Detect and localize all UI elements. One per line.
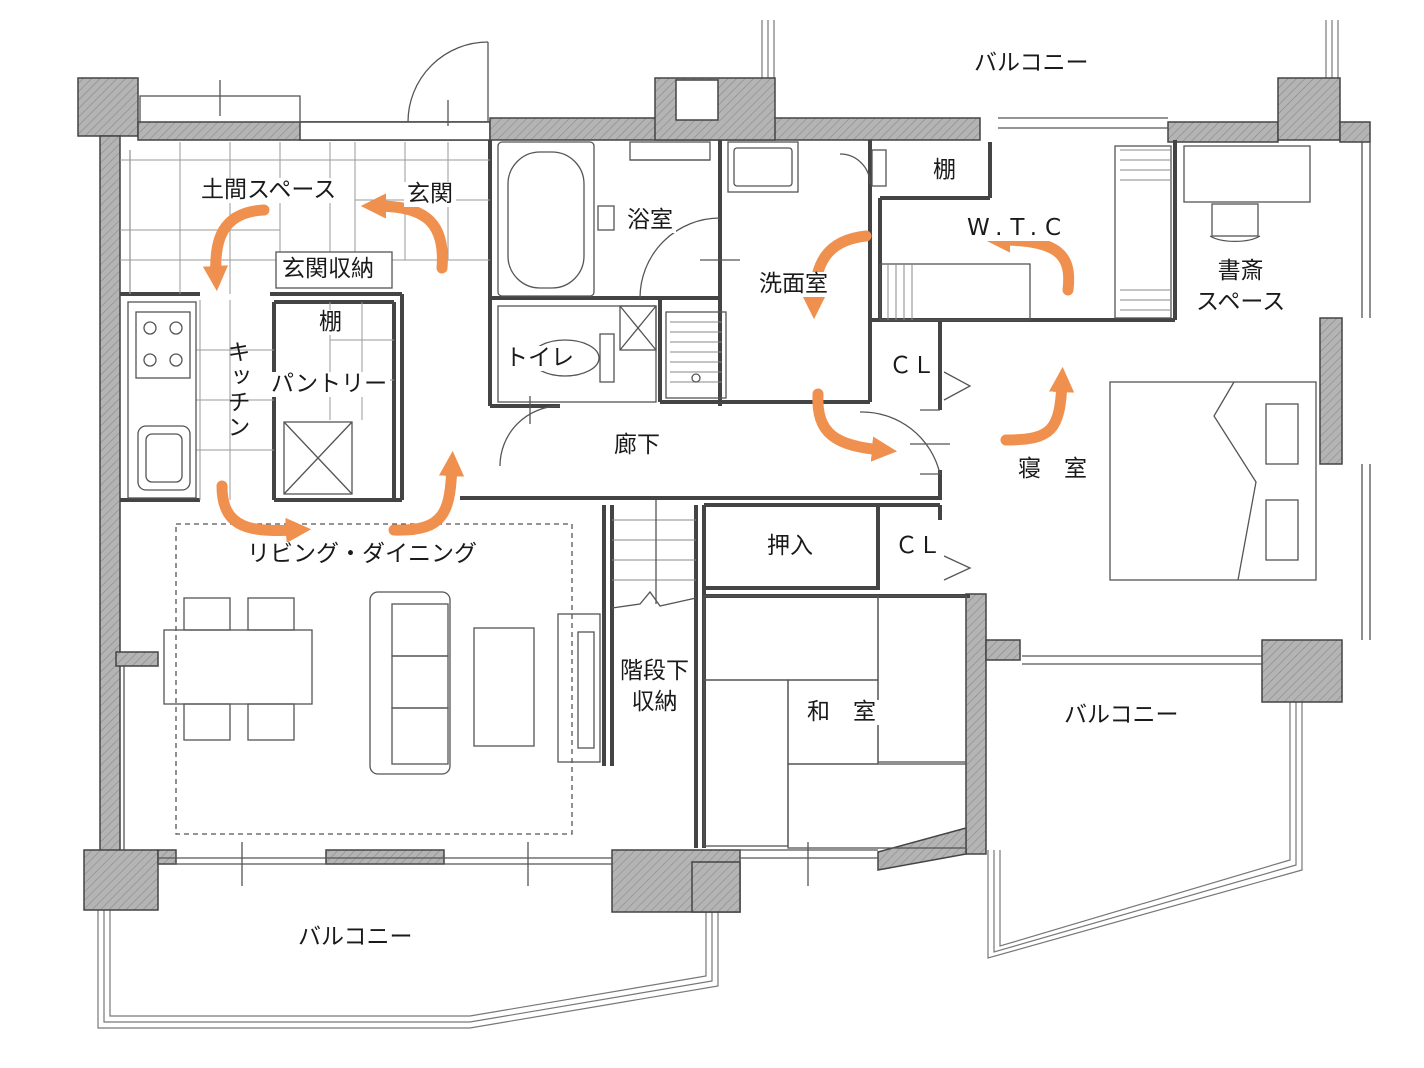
kitchen-label: キッチン xyxy=(223,340,249,440)
doma-turn-arrow xyxy=(202,204,270,292)
walls xyxy=(77,77,1371,913)
balcony-bottom-label: バルコニー xyxy=(298,924,413,950)
closet-upper-label: ＣＬ xyxy=(886,354,938,379)
genkan-label: 玄関 xyxy=(404,182,456,207)
oshiire-label: 押入 xyxy=(764,534,816,559)
under-stairs-storage-label: 階段下 収納 xyxy=(620,658,689,716)
bathroom-label: 浴室 xyxy=(624,208,676,233)
living-dining-label: リビング・ダイニング xyxy=(244,542,480,567)
study-space-label: 書斎 スペース xyxy=(1196,258,1286,316)
bedroom-label: 寝 室 xyxy=(1018,456,1087,482)
fixtures xyxy=(120,41,1371,886)
partitions xyxy=(120,140,1177,848)
pantry-label: パントリー xyxy=(268,372,391,397)
hallway-label: 廊下 xyxy=(614,432,660,458)
living-to-hall-arrow xyxy=(388,450,465,536)
balcony-right-label: バルコニー xyxy=(1064,702,1179,728)
doma-space-label: 土間スペース xyxy=(198,178,340,203)
washroom-to-hall-arrow xyxy=(812,388,898,462)
wtc-label: W.T.C xyxy=(964,216,1073,241)
genkan-storage-label: 玄関収納 xyxy=(282,256,374,282)
bedroom-to-wtc-arrow xyxy=(1000,366,1075,446)
kitchen-to-living-arrow xyxy=(216,480,312,544)
washroom-label: 洗面室 xyxy=(756,272,831,297)
toilet-label: トイレ xyxy=(502,346,577,371)
pantry-shelf-label: 棚 xyxy=(316,310,345,335)
balcony-top-label: バルコニー xyxy=(974,50,1089,76)
wtc-loop-arrow xyxy=(984,227,1075,296)
closet-lower-label: ＣＬ xyxy=(892,534,944,559)
washitsu-label: 和 室 xyxy=(804,700,879,725)
genkan-entry-arrow xyxy=(360,193,448,274)
wtc-shelf-label: 棚 xyxy=(930,158,959,183)
